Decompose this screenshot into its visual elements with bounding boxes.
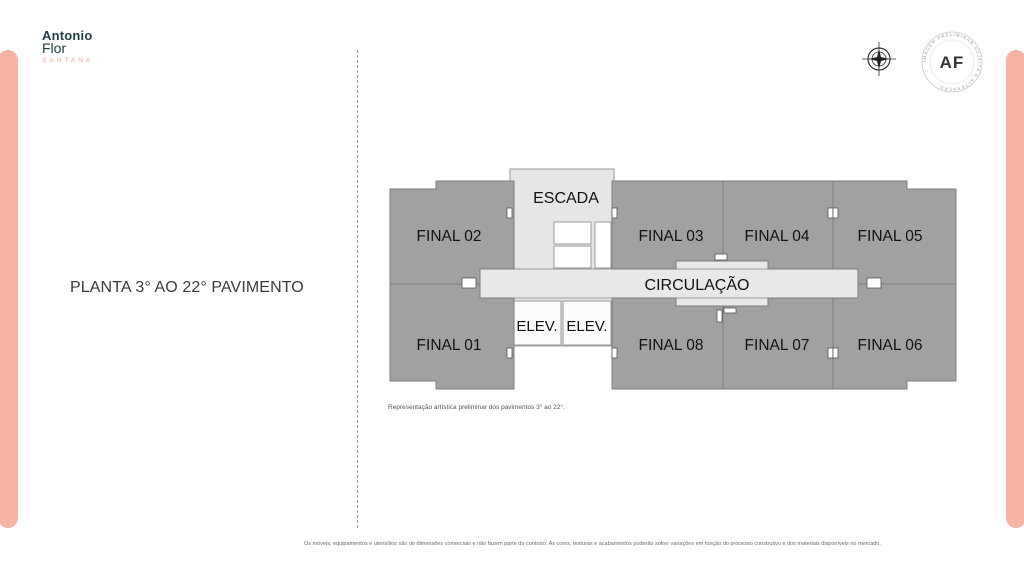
door [827,347,834,359]
seal-initials: AF [940,53,965,72]
elevator-shaft [512,300,562,346]
logo-line-1: Antonio [42,28,93,43]
door [714,253,728,261]
door [866,277,882,289]
door [723,307,737,314]
logo-line-3: SANTANA [42,57,94,64]
label-final-05: FINAL 05 [858,228,923,245]
label-final-01: FINAL 01 [417,337,482,354]
label-elevator-1: ELEV. [516,318,557,335]
label-final-04: FINAL 04 [745,228,810,245]
vertical-divider [357,50,358,528]
label-final-06: FINAL 06 [858,337,923,354]
door [832,207,839,219]
unit-final-04 [722,180,834,270]
unit-final-06 [832,283,957,390]
compass-icon [862,42,896,76]
corridor-recess [675,260,769,270]
door [832,347,839,359]
door [716,309,723,323]
label-final-08: FINAL 08 [639,337,704,354]
door [461,277,477,289]
door [827,207,834,219]
floor-plan: ESCADA CIRCULAÇÃO ELEV. ELEV. FINAL 02 F… [389,168,957,390]
unit-final-01 [389,283,515,390]
door [506,347,513,359]
label-circulacao: CIRCULAÇÃO [645,274,750,294]
elevator-shaft [562,300,612,346]
page-title: PLANTA 3° AO 22° PAVIMENTO [70,279,304,296]
unit-final-03 [611,180,724,270]
preliminary-image-seal: IMAGEM PRELIMINAR SUJEITA A ALTERAÇÃO AF [921,31,983,93]
label-final-02: FINAL 02 [417,228,482,245]
stair-flight [553,245,592,269]
label-elevator-2: ELEV. [566,318,607,335]
corridor-recess [675,297,769,307]
stair-landing [594,221,612,269]
label-escada: ESCADA [533,190,599,207]
plan-caption: Representação artística preliminar dos p… [388,404,565,411]
stair-flight [553,221,592,245]
legal-footnote: Os móveis, equipamentos e utensílios são… [304,541,881,547]
logo-line-2: Flor [42,40,67,56]
door [611,207,618,219]
label-final-03: FINAL 03 [639,228,704,245]
right-accent-bar [1006,50,1024,528]
door [611,347,618,359]
left-accent-bar [0,50,18,528]
brand-logo: Antonio Flor SANTANA [42,29,93,65]
label-final-07: FINAL 07 [745,337,810,354]
door [506,207,513,219]
